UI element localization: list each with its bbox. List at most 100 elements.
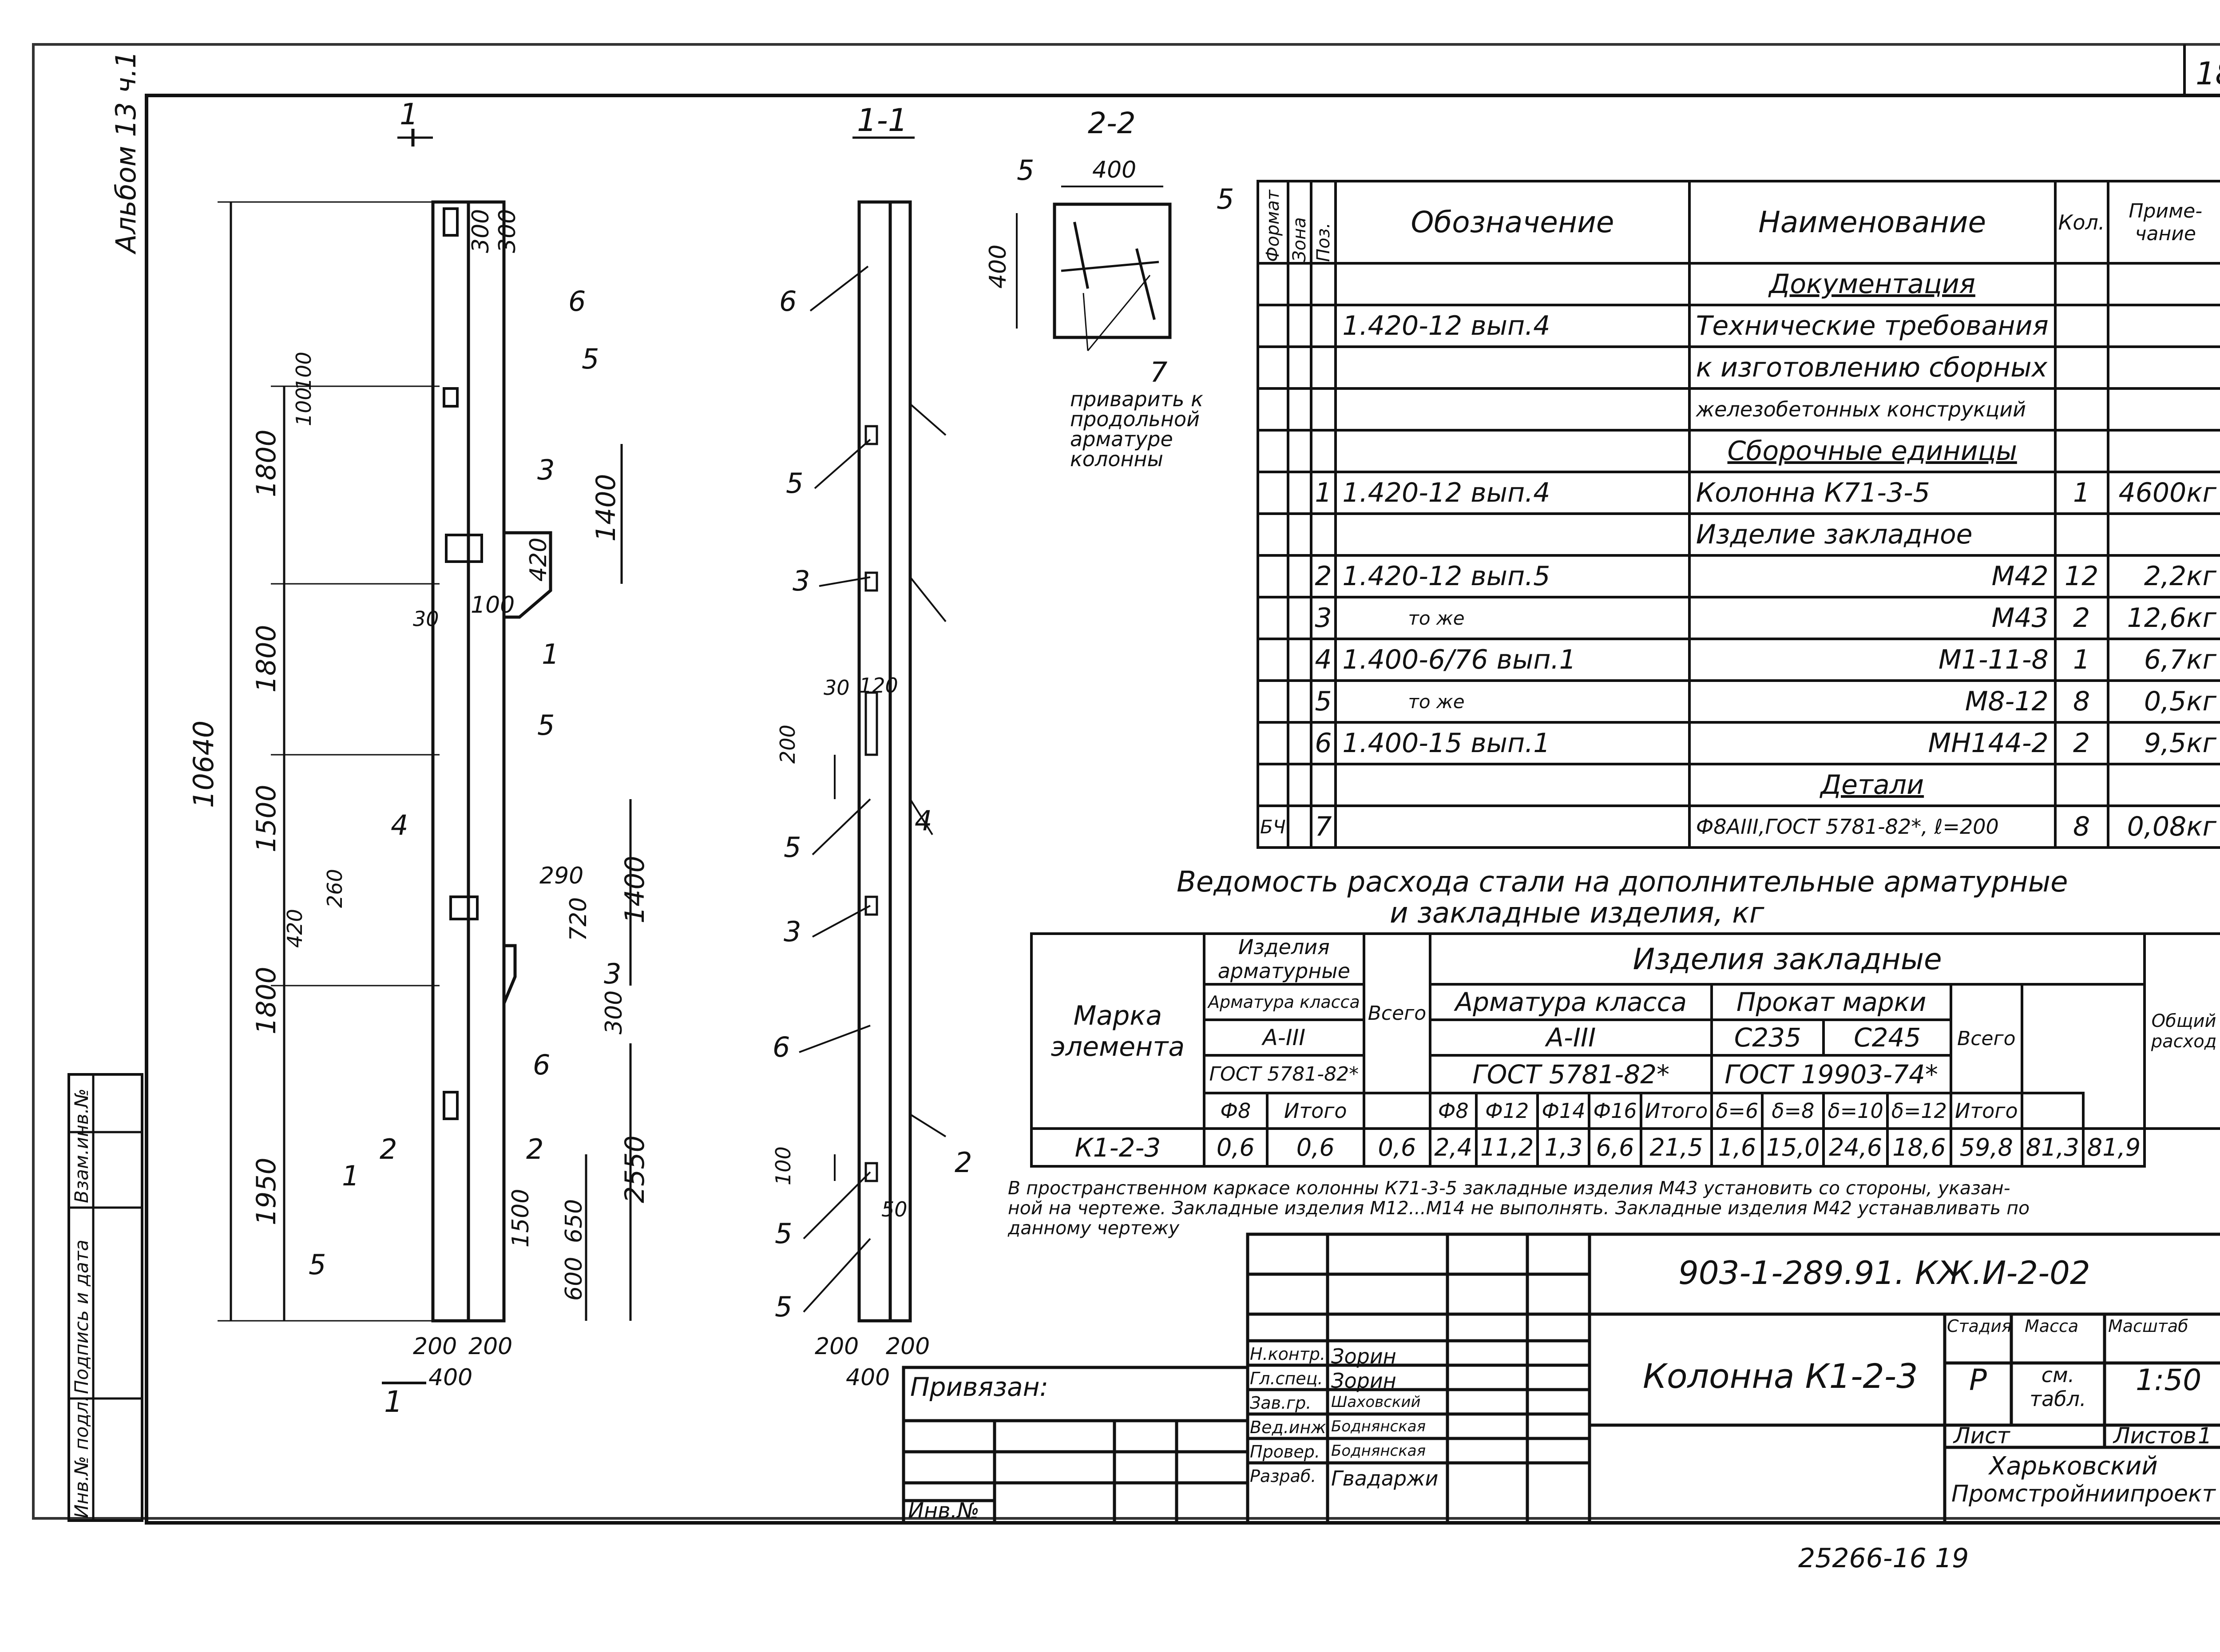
- svg-text:1400: 1400: [591, 474, 622, 542]
- svg-text:5: 5: [582, 343, 599, 375]
- steel-value-cell: 59,8: [1949, 1127, 2023, 1168]
- spec-designation-cell: [1334, 262, 1691, 306]
- spec-qty-cell: 8: [2054, 679, 2109, 724]
- svg-text:1950: 1950: [251, 1157, 282, 1225]
- spec-pos-cell: 7: [1309, 804, 1337, 849]
- spec-pos-cell: [1309, 262, 1337, 306]
- outer-frame: [32, 43, 2220, 1520]
- spec-designation-cell: 1.400-6/76 вып.1: [1334, 638, 1691, 682]
- spec-name-cell: Ф8АIII,ГОСТ 5781-82*, ℓ=200: [1688, 804, 2057, 849]
- spec-qty-cell: [2054, 387, 2109, 432]
- svg-text:2: 2: [526, 1133, 543, 1165]
- steel-subhead-cell: δ=10: [1822, 1092, 1889, 1130]
- spec-head-note: Приме-чание: [2106, 180, 2220, 265]
- spec-row: к изготовлению сборных: [1257, 345, 2220, 390]
- title-org-1: Харьковский: [1989, 1452, 2158, 1481]
- svg-text:50: 50: [881, 1197, 908, 1221]
- steel-subhead-cell: Итого: [1265, 1092, 1365, 1130]
- spec-format-cell: [1257, 429, 1289, 473]
- spec-row: Детали: [1257, 763, 2220, 807]
- spec-name-cell: М42: [1688, 554, 2057, 598]
- spec-pos-cell: [1309, 387, 1337, 432]
- spec-format-cell: [1257, 638, 1289, 682]
- svg-text:5: 5: [1017, 154, 1034, 186]
- svg-text:4: 4: [391, 809, 408, 841]
- signer-role: Зав.гр.: [1250, 1393, 1312, 1413]
- spec-name-cell: М1-11-8: [1688, 638, 2057, 682]
- steel-value-cell: 1,3: [1536, 1127, 1591, 1168]
- steel-value-cell: 6,6: [1588, 1127, 1642, 1168]
- svg-text:1400: 1400: [619, 856, 650, 923]
- spec-zone-cell: [1286, 262, 1312, 306]
- spec-zone-cell: [1286, 429, 1312, 473]
- spec-name-cell: Сборочные единицы: [1688, 429, 2057, 473]
- title-code: 903-1-289.91. КЖ.И-2-02: [1678, 1254, 2090, 1291]
- svg-text:приварить к: приварить к: [1070, 387, 1203, 411]
- steel-subhead-cell: Ф16: [1588, 1092, 1642, 1130]
- steel-subhead-cell: Ф12: [1475, 1092, 1539, 1130]
- spec-row: железобетонных конструкций: [1257, 387, 2220, 432]
- spec-pos-cell: 6: [1309, 721, 1337, 765]
- svg-text:3: 3: [537, 454, 555, 486]
- spec-name-cell: Детали: [1688, 763, 2057, 807]
- spec-zone-cell: [1286, 804, 1312, 849]
- svg-text:100: 100: [471, 592, 515, 618]
- signer-role: Разраб.: [1250, 1466, 1316, 1486]
- spec-qty-cell: [2054, 429, 2109, 473]
- spec-designation-cell: 1.400-15 вып.1: [1334, 721, 1691, 765]
- main-view-dimensions: 10640 1800 1800 1500 1800 1950 1400 1400…: [187, 209, 650, 1391]
- side-stamp: Инв.№ подл. Подпись и дата Взам.инв.№: [67, 1073, 143, 1522]
- steel-subhead-cell: Итого: [1949, 1092, 2023, 1130]
- spec-qty-cell: 1: [2054, 471, 2109, 515]
- svg-text:5: 5: [309, 1248, 326, 1281]
- spec-zone-cell: [1286, 304, 1312, 348]
- svg-text:300: 300: [494, 209, 521, 253]
- spec-designation-cell: 1.420-12 вып.4: [1334, 304, 1691, 348]
- spec-note-cell: 9,5кг: [2106, 721, 2220, 765]
- svg-text:3: 3: [793, 565, 810, 597]
- spec-format-cell: [1257, 387, 1289, 432]
- svg-text:Инв.№ подл.: Инв.№ подл.: [71, 1396, 92, 1518]
- spec-note-cell: [2106, 304, 2220, 348]
- spec-name-cell: М8-12: [1688, 679, 2057, 724]
- steel-value-cell: 1,6: [1710, 1127, 1764, 1168]
- title-sheet-label: Лист: [1954, 1423, 2010, 1449]
- spec-note-cell: 12,6кг: [2106, 596, 2220, 640]
- spec-qty-cell: [2054, 763, 2109, 807]
- svg-text:720: 720: [565, 897, 592, 941]
- spec-name-cell: Документация: [1688, 262, 2057, 306]
- spec-name-cell: Технические требования: [1688, 304, 2057, 348]
- signer-role: Н.контр.: [1250, 1344, 1326, 1364]
- spec-note-cell: 0,08кг: [2106, 804, 2220, 849]
- steel-value-cell: 11,2: [1475, 1127, 1539, 1168]
- spec-qty-cell: 8: [2054, 804, 2109, 849]
- title-org-2: Промстройниипроект: [1951, 1481, 2216, 1507]
- steel-value-cell: 81,3: [2020, 1127, 2085, 1168]
- title-bound: Привязан:: [910, 1372, 1049, 1402]
- spec-note-cell: [2106, 429, 2220, 473]
- svg-text:290: 290: [539, 863, 583, 889]
- spec-zone-cell: [1286, 721, 1312, 765]
- svg-text:650: 650: [561, 1199, 587, 1243]
- spec-format-cell: [1257, 763, 1289, 807]
- signer-name: Боднянская: [1331, 1418, 1426, 1435]
- svg-text:200: 200: [815, 1333, 859, 1360]
- title-inv: Инв.№: [908, 1498, 979, 1523]
- svg-text:2: 2: [955, 1146, 972, 1179]
- svg-text:1500: 1500: [251, 784, 282, 852]
- spec-note-cell: [2106, 763, 2220, 807]
- spec-designation-cell: [1334, 345, 1691, 390]
- title-stage-label: Стадия: [1947, 1316, 2012, 1336]
- section-1-1-title: 1-1: [857, 102, 908, 139]
- spec-designation-cell: то же: [1334, 596, 1691, 640]
- spec-pos-cell: 3: [1309, 596, 1337, 640]
- steel-value-cell: 81,9: [2081, 1127, 2146, 1168]
- spec-pos-cell: [1309, 429, 1337, 473]
- signer-name: Шаховский: [1331, 1393, 1421, 1411]
- spec-qty-cell: [2054, 345, 2109, 390]
- spec-name-cell: к изготовлению сборных: [1688, 345, 2057, 390]
- spec-format-cell: [1257, 554, 1289, 598]
